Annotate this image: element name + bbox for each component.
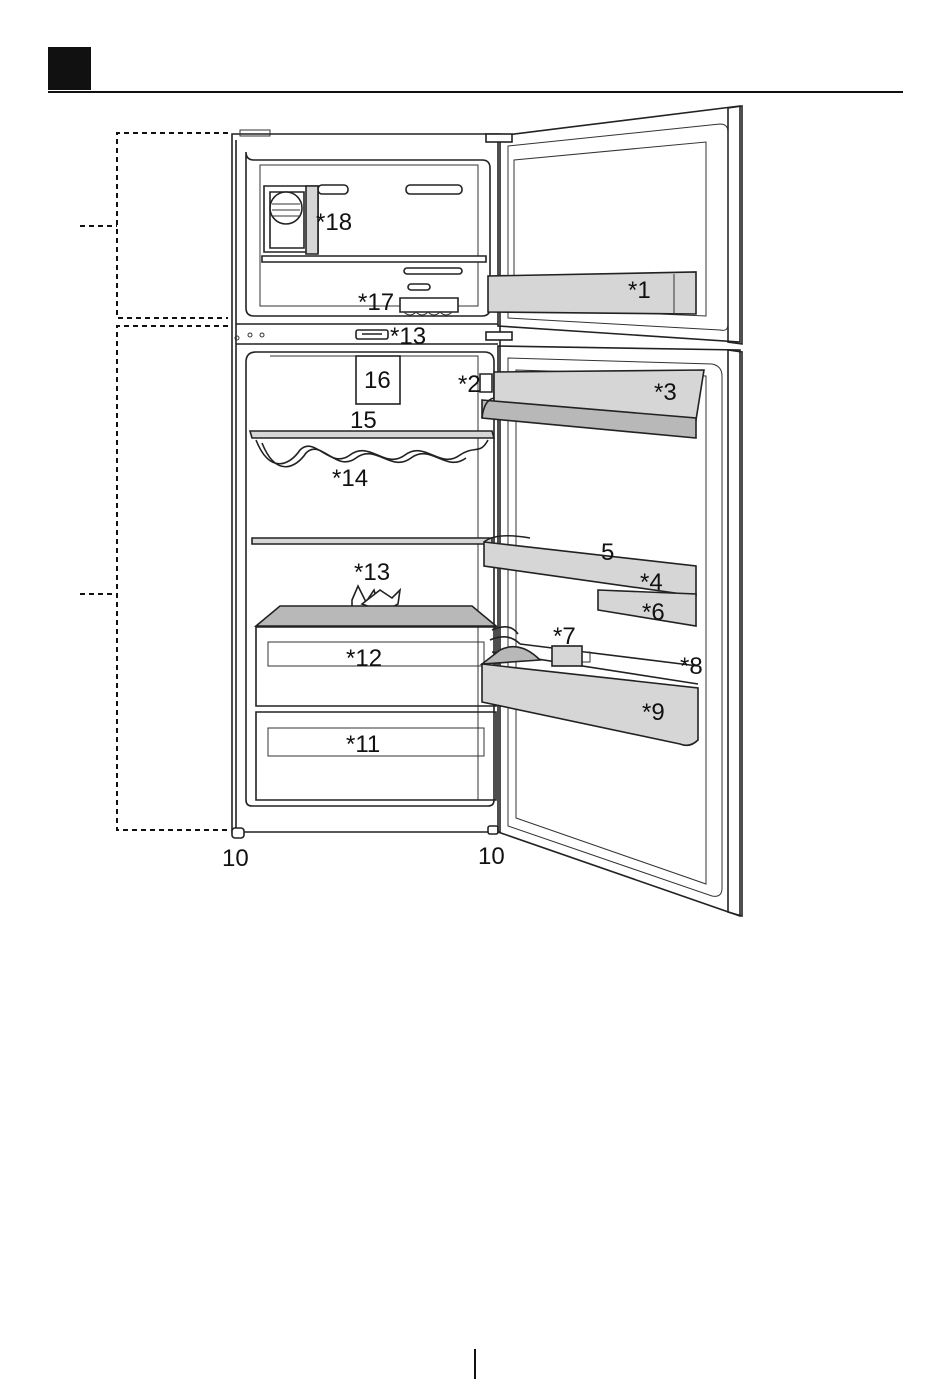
- label-butter-compartment: *3: [654, 379, 677, 406]
- glass-shelf-middle: [252, 538, 492, 544]
- freezer-door-shelf: [488, 272, 696, 314]
- label-ice-tray: *17: [358, 289, 394, 316]
- label-egg-tray: *2: [458, 371, 481, 398]
- crisper-cover: [256, 606, 496, 626]
- fridge-bracket: [80, 326, 228, 830]
- label-wine-rack: *14: [332, 465, 368, 492]
- freezer-bracket: [80, 133, 228, 318]
- label-crisper-lower: *11: [346, 731, 380, 758]
- ice-tray: [400, 298, 458, 315]
- label-bottle-guard: *8: [680, 653, 703, 680]
- ice-maker: [264, 186, 318, 254]
- label-fridge-shelf: 15: [350, 407, 377, 434]
- label-ice-scoop-upper: *13: [390, 323, 426, 350]
- label-leveling-feet-right: 10: [478, 843, 505, 870]
- label-door-shelf-middle: 5: [601, 539, 614, 566]
- egg-tray: [480, 374, 492, 392]
- label-door-shelf-upper: *4: [640, 569, 663, 596]
- label-small-door-bin: *6: [642, 599, 665, 626]
- label-ice-scoop-lower: *13: [354, 559, 390, 586]
- label-thermostat-box: 16: [364, 367, 391, 394]
- bottle-shelf: [482, 627, 698, 746]
- page-number-mark: [474, 1349, 476, 1379]
- label-crisper-upper: *12: [346, 645, 382, 672]
- control-panel: [356, 330, 388, 339]
- label-leveling-feet-left: 10: [222, 845, 249, 872]
- label-bottle-holder: *7: [553, 623, 576, 650]
- fridge-shelf: [250, 431, 494, 467]
- label-ice-maker: *18: [316, 209, 352, 236]
- label-freezer-door-shelf: *1: [628, 277, 651, 304]
- label-bottle-shelf: *9: [642, 699, 665, 726]
